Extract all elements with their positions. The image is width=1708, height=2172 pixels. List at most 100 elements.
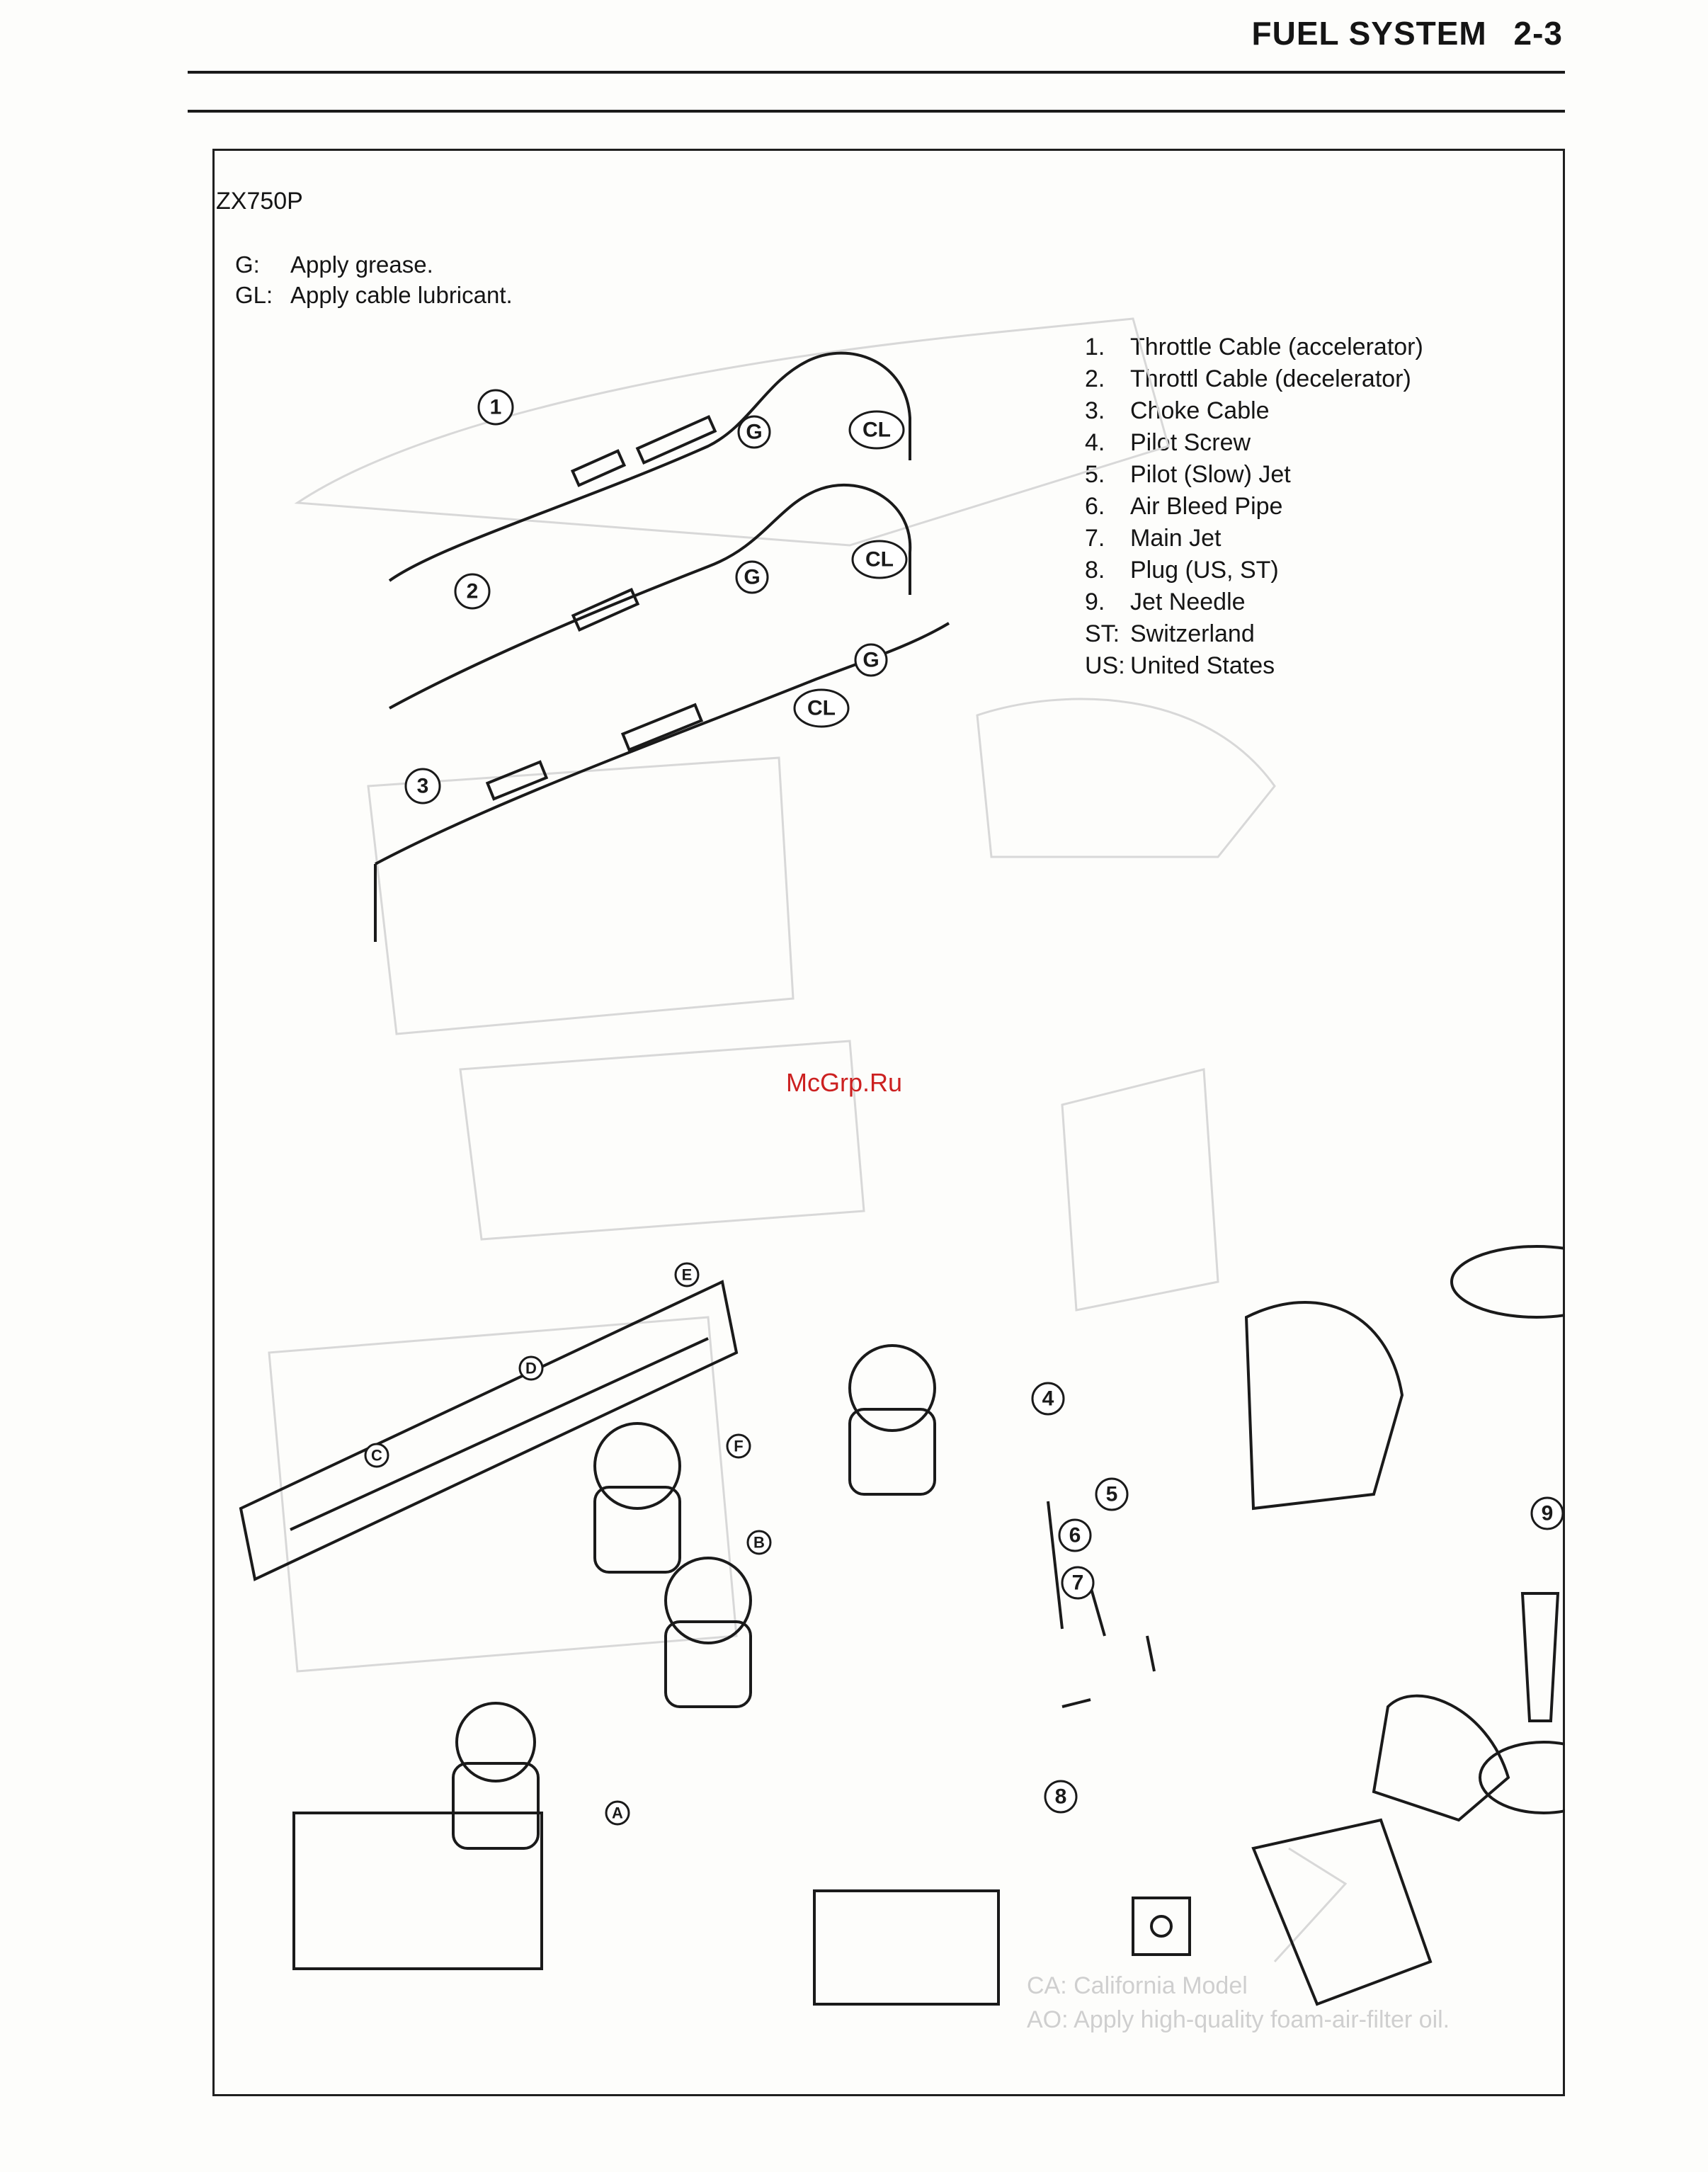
part-name: Jet Needle <box>1130 589 1246 615</box>
section-title: FUEL SYSTEM <box>1251 15 1487 52</box>
legend-cable-lubricant: GL:Apply cable lubricant. <box>235 282 513 309</box>
callout-7: 7 <box>1061 1566 1095 1600</box>
cable-sleeve <box>620 703 704 752</box>
list-item: 1.Throttle Cable (accelerator) <box>1085 331 1423 363</box>
part-name: Throttl Cable (decelerator) <box>1130 365 1411 392</box>
callout-6: 6 <box>1058 1518 1092 1552</box>
part-number: ST: <box>1085 620 1120 647</box>
jet-parts <box>1047 1501 1156 1708</box>
inset-box-right <box>813 1889 1000 2006</box>
callout-f: F <box>726 1433 751 1459</box>
part-number: 3. <box>1085 397 1105 424</box>
svg-text:9: 9 <box>1542 1502 1554 1525</box>
callout-3: 3 <box>404 768 441 804</box>
carburetor-2-body <box>593 1486 681 1574</box>
svg-text:G: G <box>744 566 760 589</box>
callout-1: 1 <box>477 389 514 426</box>
svg-text:CL: CL <box>862 419 891 442</box>
part-name: Air Bleed Pipe <box>1130 493 1283 520</box>
part-name: Plug (US, ST) <box>1130 557 1279 584</box>
callout-2: 2 <box>454 573 491 610</box>
gasket <box>1372 1694 1510 1822</box>
callout-g-1: G <box>737 415 771 449</box>
list-item: 2. Throttl Cable (decelerator) <box>1085 363 1423 395</box>
carburetor-1-body <box>848 1408 936 1496</box>
list-item: 6. Air Bleed Pipe <box>1085 491 1423 523</box>
part-name: Switzerland <box>1130 620 1255 647</box>
fuel-rail-panel <box>239 1280 739 1581</box>
top-cover <box>1450 1245 1565 1319</box>
inset-box-left <box>292 1812 543 1970</box>
plug-hole <box>1150 1915 1173 1938</box>
part-number: 7. <box>1085 525 1105 552</box>
svg-text:CL: CL <box>865 548 894 572</box>
header-rule-top <box>188 71 1565 74</box>
legend-text: Apply grease. <box>290 251 433 278</box>
svg-text:E: E <box>682 1266 693 1284</box>
part-number: 8. <box>1085 557 1105 584</box>
part-name: United States <box>1130 652 1275 679</box>
callout-c: C <box>364 1443 389 1468</box>
list-item: 3. Choke Cable <box>1085 395 1423 427</box>
callout-9: 9 <box>1530 1496 1564 1530</box>
jet-needle-part <box>1520 1592 1560 1722</box>
callout-cl-3: CL <box>793 688 850 728</box>
ghost-airbox-drawing <box>268 317 1348 1963</box>
svg-text:CL: CL <box>807 697 836 720</box>
parts-list: 1.Throttle Cable (accelerator) 2. Throttl… <box>1085 331 1423 682</box>
part-number: 5. <box>1085 461 1105 488</box>
plug-part <box>1132 1897 1191 1956</box>
watermark-text: McGrp.Ru <box>786 1068 903 1097</box>
throttle-cable-decelerator <box>389 483 912 710</box>
part-number: 1. <box>1085 334 1105 360</box>
list-item: ST: Switzerland <box>1085 618 1423 650</box>
callout-labels: 1 2 3 G CL G CL G CL 4 5 6 7 8 9 E D C F… <box>364 389 1564 1826</box>
svg-text:A: A <box>612 1804 623 1822</box>
svg-text:F: F <box>734 1438 743 1455</box>
callout-e: E <box>674 1262 700 1287</box>
svg-text:5: 5 <box>1106 1483 1118 1506</box>
legend-key: G: <box>235 251 260 278</box>
carburetor-4 <box>455 1702 536 1782</box>
list-item: 9. Jet Needle <box>1085 586 1423 618</box>
ghost-line: AO: Apply high-quality foam-air-filter o… <box>1027 2006 1450 2033</box>
svg-text:G: G <box>746 421 762 444</box>
carburetor-1 <box>848 1344 936 1432</box>
carburetor-3 <box>664 1557 752 1644</box>
part-name: Choke Cable <box>1130 397 1270 424</box>
svg-text:7: 7 <box>1072 1571 1084 1595</box>
svg-text:1: 1 <box>490 396 502 419</box>
callout-d: D <box>518 1355 544 1381</box>
ghost-line: CA: California Model <box>1027 1972 1248 1999</box>
svg-text:4: 4 <box>1042 1387 1054 1411</box>
page-number: 2-3 <box>1513 15 1563 52</box>
svg-text:6: 6 <box>1069 1524 1081 1547</box>
part-number: 9. <box>1085 589 1105 615</box>
part-number: 2. <box>1085 365 1105 392</box>
callout-cl-2: CL <box>851 540 908 579</box>
exploded-view-diagram: 1 2 3 G CL G CL G CL 4 5 6 7 8 9 E D C F… <box>239 317 1565 2006</box>
part-number: 6. <box>1085 493 1105 520</box>
cable-sleeve <box>485 760 549 801</box>
carburetor-4-body <box>452 1762 540 1850</box>
figure-frame <box>212 149 1565 2096</box>
model-label: ZX750P <box>216 188 303 215</box>
callout-4: 4 <box>1031 1382 1065 1416</box>
legend-grease: G: Apply grease. <box>235 251 433 278</box>
carburetor-2 <box>593 1422 681 1510</box>
carburetor-3-body <box>664 1620 752 1708</box>
svg-text:B: B <box>753 1534 765 1552</box>
list-item: 8. Plug (US, ST) <box>1085 555 1423 586</box>
ghost-backprint-text: CA: California Model AO: Apply high-qual… <box>1027 1969 1450 2037</box>
list-item: 5.Pilot (Slow) Jet <box>1085 459 1423 491</box>
legend-text: Apply cable lubricant. <box>290 282 513 308</box>
svg-text:D: D <box>525 1360 537 1377</box>
cable-drawing <box>374 351 950 942</box>
callout-8: 8 <box>1044 1780 1078 1814</box>
svg-text:2: 2 <box>467 580 479 603</box>
fuel-pipe <box>290 1337 709 1531</box>
list-item: 7.Main Jet <box>1085 523 1423 555</box>
page-header: FUEL SYSTEM 2-3 <box>1235 14 1563 52</box>
callout-cl-1: CL <box>848 410 905 450</box>
throttle-cable-accelerator <box>388 351 911 582</box>
